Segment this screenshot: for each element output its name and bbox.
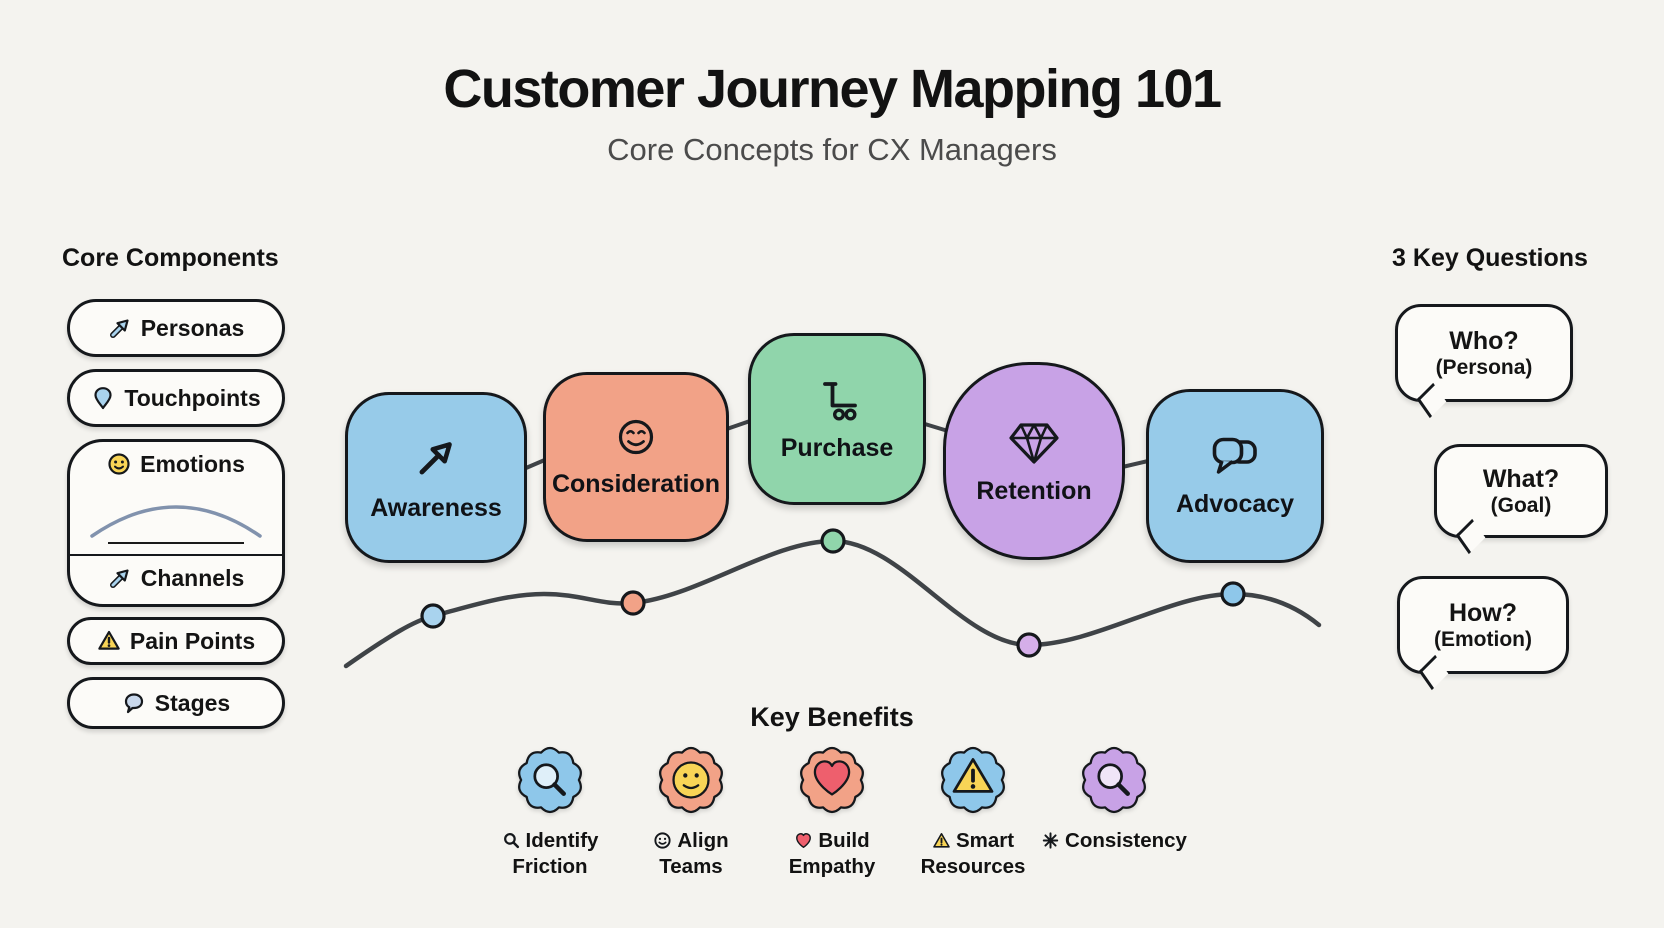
seal-badge-icon: [800, 746, 864, 814]
map-pin-icon: [94, 387, 112, 410]
benefit-label: Smart Resources: [920, 829, 1026, 878]
question-bubble-who: Who? (Persona): [1395, 304, 1573, 402]
stage-purchase: Purchase: [748, 333, 926, 505]
stage-retention: Retention: [943, 362, 1125, 560]
diamond-icon: [1009, 422, 1059, 464]
curve-dot: [1016, 632, 1042, 658]
magnifier-icon: [533, 763, 559, 789]
benefit-label: Build Empathy: [788, 829, 876, 878]
core-component-label: Stages: [154, 689, 231, 716]
core-component-channels: Channels: [70, 556, 282, 600]
core-component-touchpoints: Touchpoints: [67, 369, 285, 427]
seal-badge-icon: [941, 746, 1005, 814]
core-component-label: Emotions: [140, 450, 245, 477]
seal-badge-icon: [518, 746, 582, 814]
stage-label: Awareness: [370, 494, 502, 522]
core-component-emotions-channels-card: Emotions Channels: [67, 439, 285, 607]
benefit-consistency: Consistency: [1042, 742, 1187, 879]
seal-badge-icon: [1082, 746, 1146, 814]
seal-badge-icon: [659, 746, 723, 814]
question-focus: (Goal): [1490, 493, 1552, 517]
core-components-panel: Core Components Personas Touchpoints: [58, 244, 294, 741]
page-title: Customer Journey Mapping 101: [443, 59, 1222, 119]
stage-label: Consideration: [551, 469, 721, 498]
question-bubble-what: What? (Goal): [1434, 444, 1608, 538]
core-component-personas: Personas: [67, 299, 285, 357]
stage-label: Retention: [976, 476, 1092, 505]
core-component-label: Pain Points: [129, 627, 256, 654]
smiley-icon: [654, 832, 671, 849]
warning-icon: [952, 758, 994, 793]
curve-dot: [820, 528, 846, 554]
benefit-smart-resources: Smart Resources: [906, 742, 1040, 879]
key-benefits-row: Identify Friction Align Teams: [0, 742, 1664, 879]
speech-bubble-icon: [124, 693, 143, 714]
smiley-icon: [108, 453, 130, 475]
card-divider: [70, 554, 282, 556]
heart-icon: [813, 760, 851, 796]
benefit-label: Align Teams: [631, 828, 751, 879]
question-text: What?: [1482, 464, 1560, 493]
curve-dot: [420, 603, 446, 629]
core-component-emotions: Emotions: [70, 442, 282, 486]
arrow-up-right-icon: [109, 569, 129, 588]
key-questions-heading: 3 Key Questions: [1392, 244, 1588, 272]
smiley-icon: [672, 761, 710, 799]
benefit-label: Identify Friction: [490, 828, 610, 879]
core-component-pain-points: Pain Points: [67, 617, 285, 665]
stage-advocacy: Advocacy: [1146, 389, 1324, 563]
question-text: Who?: [1449, 326, 1519, 355]
stage-label: Purchase: [780, 433, 894, 462]
arc-baseline: [108, 542, 244, 544]
curve-dot: [1220, 581, 1246, 607]
curve-dot: [620, 590, 646, 616]
benefit-identify-friction: Identify Friction: [483, 742, 617, 879]
warning-icon: [98, 630, 120, 650]
question-text: How?: [1448, 598, 1518, 627]
smiley-icon: [618, 419, 654, 454]
benefit-align-teams: Align Teams: [624, 742, 758, 879]
heart-icon: [796, 833, 812, 848]
key-benefits-heading: Key Benefits: [750, 702, 914, 732]
magnifier-icon: [1097, 763, 1123, 789]
core-component-label: Personas: [140, 314, 245, 341]
asterisk-icon: [1042, 832, 1059, 849]
core-components-heading: Core Components: [62, 244, 279, 272]
page-subtitle: Core Concepts for CX Managers: [607, 132, 1057, 167]
core-component-stages: Stages: [67, 677, 285, 729]
cart-icon: [823, 381, 857, 421]
stage-awareness: Awareness: [345, 392, 527, 563]
core-component-label: Channels: [140, 564, 245, 591]
warning-icon: [933, 832, 950, 848]
emotion-curve-line: [343, 538, 1322, 669]
core-component-label: Touchpoints: [124, 384, 261, 411]
arrow-up-right-icon: [109, 319, 129, 338]
question-focus: (Persona): [1435, 355, 1533, 379]
stage-label: Advocacy: [1175, 489, 1295, 518]
magnifier-icon: [503, 833, 519, 849]
chat-bubbles-icon: [1212, 437, 1257, 474]
question-focus: (Emotion): [1434, 627, 1532, 651]
stage-consideration: Consideration: [543, 372, 729, 542]
arrow-up-right-icon: [419, 442, 452, 475]
benefit-label: Consistency: [1038, 828, 1190, 854]
emotion-arc-curve: [90, 505, 262, 538]
benefit-build-empathy: Build Empathy: [765, 742, 899, 879]
question-bubble-how: How? (Emotion): [1397, 576, 1569, 674]
